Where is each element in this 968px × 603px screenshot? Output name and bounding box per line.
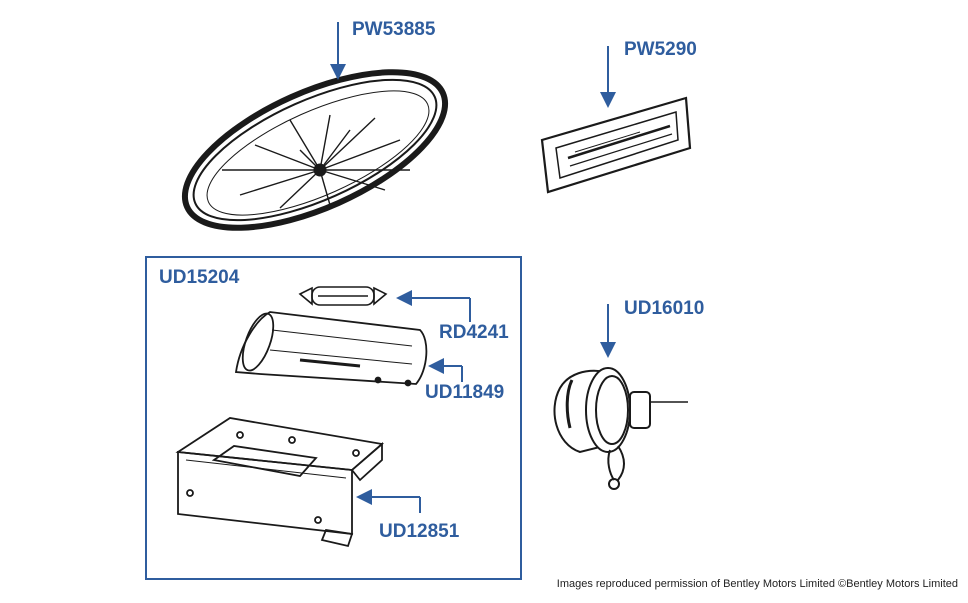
part-label-ud15204: UD15204 — [159, 267, 240, 288]
part-label-ud16010: UD16010 — [624, 298, 704, 319]
part-label-ud11849: UD11849 — [425, 382, 504, 403]
part-label-rd4241: RD4241 — [439, 322, 509, 343]
copyright-credit: Images reproduced permission of Bentley … — [556, 578, 958, 590]
part-label-pw53885: PW53885 — [352, 19, 436, 40]
part-label-pw5290: PW5290 — [624, 39, 697, 60]
cylinder-cover-illustration — [234, 311, 428, 387]
indicator-lamp-illustration — [553, 367, 688, 490]
rectangular-lens-illustration — [540, 96, 692, 194]
part-label-ud12851: UD12851 — [379, 521, 460, 542]
assembly-group-box — [145, 256, 522, 580]
festoon-bulb-illustration — [298, 286, 388, 306]
oval-lens-illustration — [181, 69, 449, 231]
mounting-bracket-illustration — [175, 417, 385, 548]
